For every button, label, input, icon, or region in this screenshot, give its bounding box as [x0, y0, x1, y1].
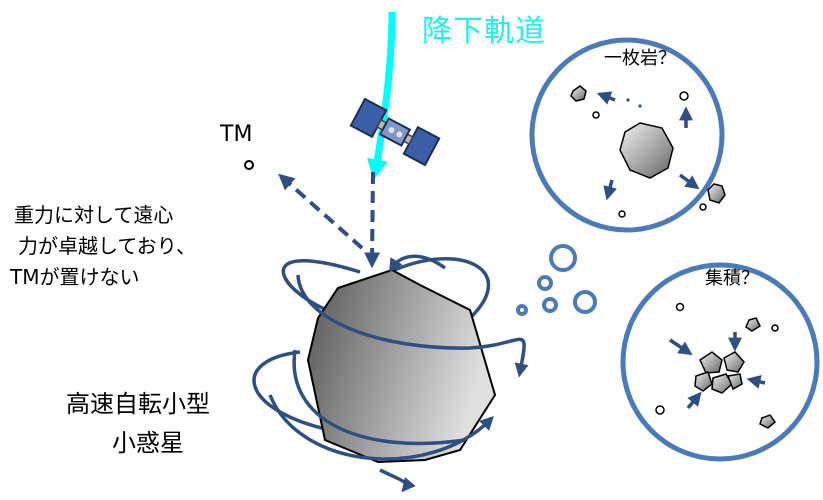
descent-trajectory-label: 降下軌道 — [422, 14, 546, 49]
rock-fragment-icon — [726, 373, 743, 391]
note-line-3: TMが置けない — [10, 265, 140, 289]
rock-cluster — [694, 317, 777, 429]
monolith-label: 一枚岩？ — [604, 48, 676, 69]
descent-trajectory-arrow — [367, 11, 396, 181]
rock-fragment-icon — [759, 414, 777, 429]
rock-fragment-icon — [619, 122, 674, 179]
monolith-contents — [570, 85, 726, 218]
aggregate-label: 集積？ — [705, 268, 759, 289]
note-line-2: 力が卓越しており、 — [18, 234, 196, 258]
rock-fragment-icon — [707, 183, 726, 204]
asteroid-label-line-1: 高速自転小型 — [66, 390, 210, 418]
rock-fragment-icon — [745, 317, 761, 332]
tm-release-dashed-arrow — [278, 173, 364, 250]
rotation-arrow-icon — [268, 254, 529, 493]
target-marker-icon — [244, 160, 254, 170]
descent-dashed-arrow — [364, 171, 381, 269]
spacecraft-icon — [349, 97, 441, 167]
rock-fragment-icon — [694, 371, 713, 392]
thought-bubble-icon — [516, 244, 597, 316]
rock-fragment-icon — [699, 351, 723, 374]
rock-fragment-icon — [723, 351, 745, 373]
rock-fragment-icon — [711, 373, 733, 394]
rock-fragment-icon — [570, 85, 587, 102]
tm-label: TM — [220, 122, 253, 147]
note-line-1: 重力に対して遠心 — [14, 203, 174, 227]
asteroid-label-line-2: 小惑星 — [112, 429, 184, 457]
aggregate-contents — [655, 302, 779, 429]
asteroid-shape — [306, 268, 497, 464]
